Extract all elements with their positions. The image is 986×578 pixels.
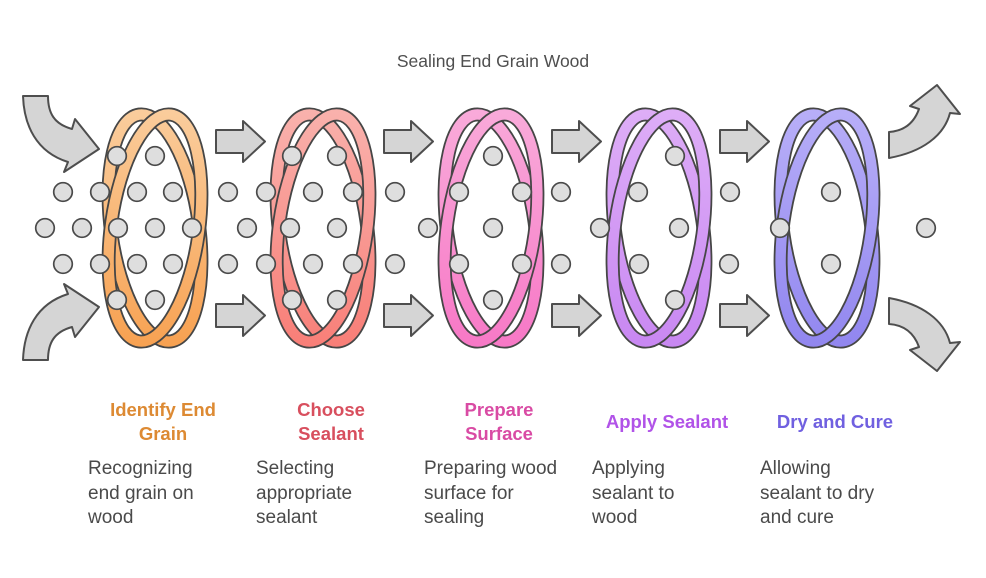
particle-dot [71, 217, 93, 239]
outlet-curved-arrow-bottom-icon [888, 297, 961, 372]
particle-dot [384, 181, 406, 203]
stage-column-identify-end-grain: Identify End Grain Recognizing end grain… [88, 396, 238, 531]
particle-dot [106, 145, 128, 167]
particle-dot [342, 181, 364, 203]
particle-dot [107, 217, 129, 239]
particle-dot [482, 289, 504, 311]
particle-dot [589, 217, 611, 239]
particle-dot [550, 181, 572, 203]
particle-dot [511, 181, 533, 203]
particle-dot [106, 289, 128, 311]
particle-dot [550, 253, 572, 275]
stage-label: Choose Sealant [297, 399, 365, 444]
particle-dot [342, 253, 364, 275]
particle-dot [664, 145, 686, 167]
particle-dot [326, 217, 348, 239]
stage-column-dry-and-cure: Dry and Cure Allowing sealant to dry and… [760, 396, 910, 531]
inlet-curved-arrow-top-icon [22, 95, 100, 173]
particle-dot [482, 145, 504, 167]
particle-dot [417, 217, 439, 239]
particle-dot [326, 289, 348, 311]
particle-dot [217, 181, 239, 203]
stage-column-apply-sealant: Apply Sealant Applying sealant to wood [592, 396, 742, 531]
particle-dot [628, 253, 650, 275]
particle-dot [820, 253, 842, 275]
particle-dot [144, 217, 166, 239]
flow-arrow-icon [719, 120, 770, 163]
particle-dot [482, 217, 504, 239]
particle-dot [162, 181, 184, 203]
flow-arrow-icon [719, 294, 770, 337]
particle-dot [281, 145, 303, 167]
stage-description: Selecting appropriate sealant [256, 458, 353, 528]
particle-dot [181, 217, 203, 239]
diagram-title: Sealing End Grain Wood [396, 51, 590, 71]
particle-dot [144, 145, 166, 167]
particle-dot [162, 253, 184, 275]
flow-arrow-icon [551, 120, 602, 163]
particle-dot [627, 181, 649, 203]
flow-arrow-icon [383, 294, 434, 337]
outlet-curved-arrow-top-icon [888, 84, 961, 159]
particle-dot [217, 253, 239, 275]
particle-dot [915, 217, 937, 239]
stage-column-prepare-surface: Prepare Surface Preparing wood surface f… [424, 396, 574, 531]
particle-dot [281, 289, 303, 311]
stage-description: Applying sealant to wood [592, 458, 675, 528]
particle-dot [448, 253, 470, 275]
particle-dot [52, 181, 74, 203]
particle-dot [236, 217, 258, 239]
stage-ring [269, 107, 377, 349]
particle-dot [89, 253, 111, 275]
stage-label: Dry and Cure [776, 411, 894, 432]
particle-dot [144, 289, 166, 311]
particle-dot [719, 181, 741, 203]
particle-dot [668, 217, 690, 239]
flow-arrow-icon [215, 294, 266, 337]
particle-dot [255, 253, 277, 275]
particle-dot [820, 181, 842, 203]
particle-dot [511, 253, 533, 275]
particle-dot [769, 217, 791, 239]
stage-label: Apply Sealant [605, 411, 729, 432]
inlet-curved-arrow-bottom-icon [22, 283, 100, 361]
particle-dot [279, 217, 301, 239]
stage-ring [605, 107, 713, 349]
particle-dot [384, 253, 406, 275]
particle-dot [718, 253, 740, 275]
stage-column-choose-sealant: Choose Sealant Selecting appropriate sea… [256, 396, 406, 531]
stage-label: Prepare Surface [464, 399, 534, 444]
particle-dot [326, 145, 348, 167]
stage-description: Recognizing end grain on wood [88, 458, 194, 528]
particle-dot [52, 253, 74, 275]
stage-description: Allowing sealant to dry and cure [760, 458, 875, 528]
flow-arrow-icon [215, 120, 266, 163]
stage-ring [437, 107, 545, 349]
stage-label: Identify End Grain [110, 399, 216, 444]
particle-dot [126, 181, 148, 203]
flow-arrow-icon [551, 294, 602, 337]
particle-dot [448, 181, 470, 203]
particle-dot [126, 253, 148, 275]
stage-description: Preparing wood surface for sealing [424, 458, 558, 528]
particle-dot [302, 181, 324, 203]
particle-dot [302, 253, 324, 275]
particle-dot [89, 181, 111, 203]
particle-dot [255, 181, 277, 203]
particle-dot [664, 289, 686, 311]
particle-dot [34, 217, 56, 239]
flow-arrow-icon [383, 120, 434, 163]
